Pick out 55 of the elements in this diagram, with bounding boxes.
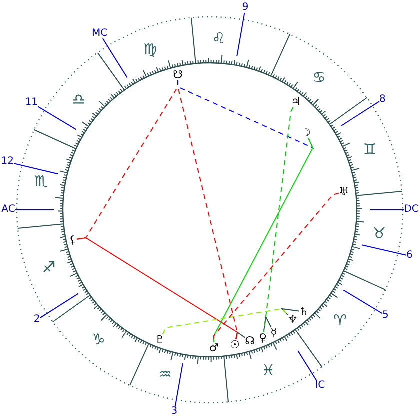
house-cusp-line (340, 101, 380, 126)
house-label: 9 (242, 3, 249, 14)
planet-glyph: ♀ (258, 332, 268, 344)
house-label: DC (404, 205, 419, 215)
planet-glyph: ♇ (155, 334, 165, 346)
house-label: AC (2, 205, 16, 215)
house-label: MC (92, 28, 108, 39)
house-cusp-line (38, 106, 77, 130)
aspect-line (178, 80, 314, 149)
aspect-line (263, 107, 294, 333)
aspect-line (76, 237, 238, 340)
zodiac-sign-symbol: ♊ (363, 142, 377, 158)
planet-glyph: ☿ (270, 328, 278, 338)
planet-glyph: ♄ (299, 306, 309, 318)
house-cusp-line (174, 363, 184, 408)
leader-line (282, 308, 300, 316)
house-label: 5 (382, 310, 389, 321)
zodiac-sign-symbol: ♋ (312, 70, 326, 86)
house-cusp-line (343, 290, 383, 314)
house-label: 2 (34, 315, 40, 326)
zodiac-sign-symbol: ♐ (42, 260, 56, 276)
house-label: 6 (406, 251, 413, 262)
aspect-line (162, 308, 289, 335)
zodiac-sign-symbol: ♎ (72, 92, 86, 108)
house-cusp-line (362, 244, 407, 256)
planet-glyph: ♂ (209, 342, 219, 354)
house-cusp-line (102, 38, 128, 78)
planet-glyph: ☋ (173, 70, 183, 80)
planet-glyph: ☉ (230, 340, 240, 350)
zodiac-sign-symbol: ♒ (158, 368, 172, 382)
house-cusp-line (298, 350, 318, 382)
house-cusp-line (40, 293, 79, 319)
zodiac-sign-symbol: ♌ (212, 32, 226, 47)
house-cusp-line (14, 163, 59, 175)
zodiac-sign-symbol: ♏ (34, 174, 48, 190)
zodiac-sign-symbol: ♑ (92, 332, 106, 348)
zodiac-sign-symbol: ♍ (144, 42, 158, 58)
house-label: IC (315, 381, 326, 392)
leader-line (236, 332, 246, 340)
house-label: 3 (171, 406, 178, 417)
house-label: 12 (1, 157, 14, 168)
house-label: 11 (25, 98, 38, 108)
planet-glyph: ⚸ (68, 234, 78, 246)
planet-glyph: ♃ (291, 96, 301, 108)
zodiac-sign-symbol: ♉ (372, 226, 386, 242)
planet-glyph: ♆ (288, 314, 298, 326)
planet-glyph: ♅ (339, 186, 349, 198)
planet-glyph: ☽ (301, 128, 311, 138)
leader-line (263, 316, 272, 333)
zodiac-sign-symbol: ♈ (333, 313, 347, 328)
planet-glyph: ☊ (245, 336, 255, 346)
aspect-line (214, 138, 314, 343)
zodiac-sign-symbol: ♓ (262, 363, 276, 378)
house-cusp-line (236, 12, 246, 57)
house-label: 8 (380, 94, 386, 105)
